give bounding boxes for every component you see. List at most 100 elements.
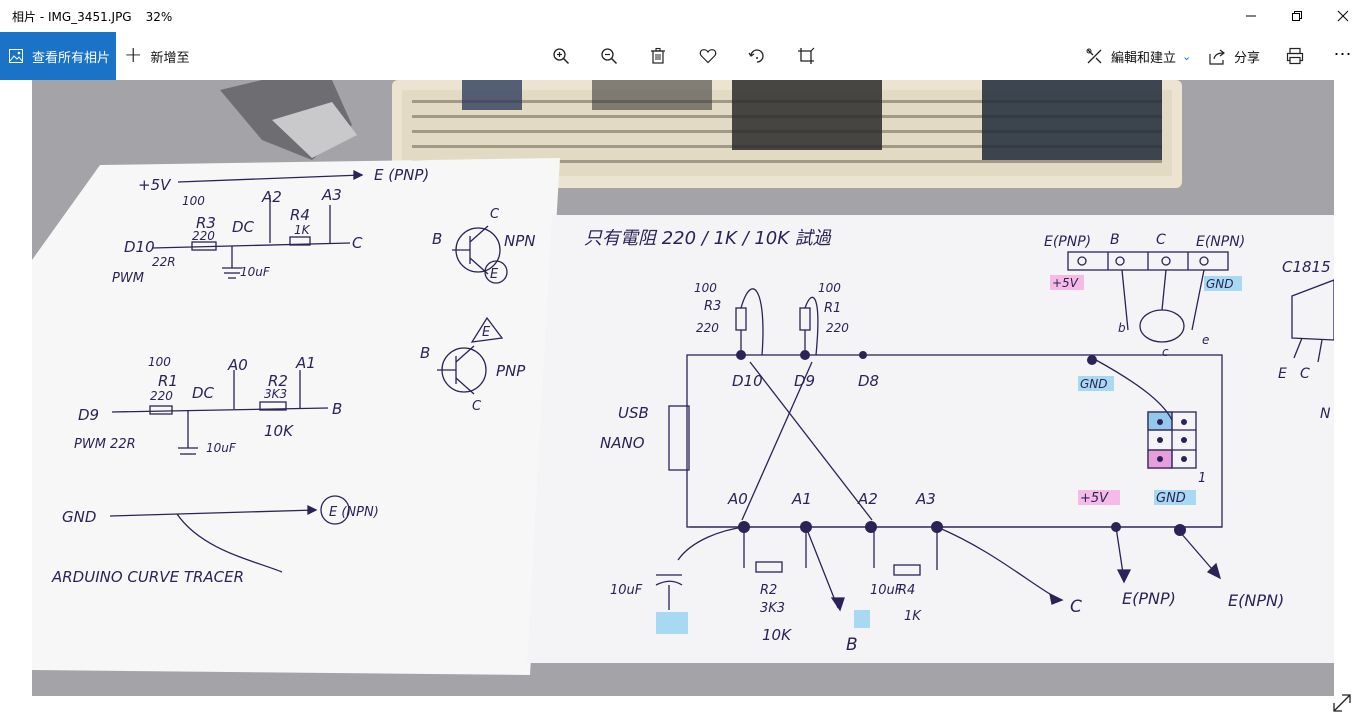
- handwritten-label: 220: [696, 321, 719, 335]
- handwritten-label: +5V: [1052, 276, 1079, 290]
- handwritten-label: R3: [704, 299, 721, 314]
- see-all-photos-button[interactable]: 查看所有相片: [0, 32, 116, 80]
- handwritten-label: 100: [818, 281, 841, 295]
- delete-button[interactable]: [646, 44, 670, 68]
- handwritten-label: NPN: [504, 232, 536, 250]
- restore-button[interactable]: [1274, 0, 1320, 32]
- chevron-down-icon: ⌄: [1182, 49, 1192, 63]
- handwritten-label: E: [1278, 366, 1287, 382]
- handwritten-label: D8: [858, 372, 879, 390]
- handwritten-label: E (PNP): [374, 166, 429, 184]
- handwritten-label: +5V: [1080, 491, 1109, 506]
- handwritten-label: 22R: [152, 255, 176, 269]
- close-icon: [1337, 10, 1349, 22]
- crop-icon: [798, 47, 815, 64]
- handwritten-label: 220: [150, 389, 173, 403]
- photo-view[interactable]: +5V E (PNP) R3 220 100 DC A2 A3 R4 1K C …: [32, 80, 1334, 696]
- handwritten-label: 100: [148, 355, 171, 369]
- handwritten-label: 1K: [904, 609, 922, 624]
- handwritten-label: PWM 22R: [74, 437, 136, 452]
- share-icon: [1209, 49, 1225, 65]
- handwritten-label: DC: [192, 384, 215, 402]
- more-options-button[interactable]: ⋯: [1331, 44, 1355, 68]
- toolbar: 查看所有相片 + 新增至 編輯和建立 ⌄ 分享 ⋯: [0, 32, 1366, 80]
- handwritten-label: A0: [227, 356, 248, 374]
- handwritten-label: E(PNP): [1122, 589, 1176, 608]
- handwritten-label: USB: [618, 404, 649, 422]
- handwritten-label: 10K: [264, 422, 294, 440]
- expand-icon[interactable]: [1331, 692, 1353, 714]
- photo-image: +5V E (PNP) R3 220 100 DC A2 A3 R4 1K C …: [32, 80, 1334, 696]
- handwritten-label: PWM: [112, 271, 144, 286]
- photo-icon: [9, 49, 23, 63]
- handwritten-label: GND: [1206, 277, 1234, 291]
- zoom-out-icon: [601, 48, 618, 65]
- handwritten-label: D10: [732, 372, 763, 390]
- handwritten-label: R1: [824, 301, 841, 316]
- edit-create-button[interactable]: 編輯和建立 ⌄: [1086, 32, 1191, 80]
- handwritten-label: GND: [1080, 377, 1108, 391]
- handwritten-label: B: [1110, 232, 1120, 248]
- handwritten-label: E(NPN): [1196, 234, 1245, 250]
- zoom-out-button[interactable]: [597, 44, 621, 68]
- handwritten-label: R4: [898, 583, 915, 598]
- handwritten-label: NANO: [600, 434, 645, 452]
- handwritten-label: 10uF: [870, 583, 903, 598]
- rotate-icon: [748, 49, 764, 63]
- handwritten-label: 10uF: [206, 441, 237, 455]
- share-button[interactable]: 分享: [1209, 32, 1260, 80]
- handwritten-label: 10K: [762, 626, 792, 644]
- trash-icon: [651, 47, 665, 64]
- favorite-button[interactable]: [696, 44, 720, 68]
- see-all-photos-label: 查看所有相片: [32, 50, 111, 66]
- handwritten-label: 3K3: [760, 601, 785, 616]
- handwritten-label: D10: [124, 238, 155, 256]
- handwritten-label: DC: [232, 218, 255, 236]
- handwritten-label: A2: [261, 188, 282, 206]
- handwritten-label: GND: [1156, 491, 1186, 506]
- left-sheet: [32, 158, 560, 675]
- close-button[interactable]: [1320, 0, 1366, 32]
- add-to-label: 新增至: [150, 50, 190, 66]
- zoom-in-button[interactable]: [549, 44, 573, 68]
- print-button[interactable]: [1283, 44, 1307, 68]
- handwritten-label: 1: [1198, 471, 1206, 486]
- handwritten-label: A3: [321, 186, 342, 204]
- handwritten-label: 10uF: [610, 583, 643, 598]
- handwritten-label: R2: [760, 583, 777, 598]
- print-icon: [1286, 47, 1304, 65]
- handwritten-label: D9: [794, 372, 815, 390]
- minimize-button[interactable]: [1228, 0, 1274, 32]
- handwritten-label: 1K: [294, 223, 311, 237]
- rotate-button[interactable]: [745, 44, 769, 68]
- handwritten-label: C: [472, 399, 482, 414]
- heart-icon: [699, 49, 717, 64]
- handwritten-label: B: [846, 635, 858, 655]
- handwritten-label: E(PNP): [1044, 234, 1091, 250]
- add-to-button[interactable]: + 新增至: [124, 32, 189, 80]
- handwritten-label: E (NPN): [329, 505, 379, 520]
- handwritten-label: A0: [727, 490, 748, 508]
- handwritten-label: +5V: [138, 176, 172, 194]
- handwritten-label: D9: [78, 406, 99, 424]
- handwritten-label: 100: [694, 281, 717, 295]
- handwritten-label: b: [1118, 321, 1126, 335]
- handwritten-label: PNP: [496, 362, 526, 380]
- minimize-icon: [1246, 15, 1256, 17]
- plus-icon: +: [124, 43, 143, 68]
- share-label: 分享: [1234, 50, 1261, 66]
- handwritten-label: B: [432, 230, 442, 248]
- edit-create-label: 編輯和建立: [1111, 50, 1177, 66]
- handwritten-label: c: [1162, 345, 1169, 359]
- handwritten-label: 10uF: [240, 265, 271, 279]
- handwritten-label: R2: [268, 372, 288, 390]
- handwritten-label: R1: [158, 372, 178, 390]
- more-icon: ⋯: [1333, 44, 1353, 64]
- right-sheet: [527, 215, 1334, 663]
- usb-plug-image: [220, 80, 357, 160]
- handwritten-label: E: [482, 325, 491, 340]
- handwritten-label: 3K3: [264, 387, 287, 401]
- crop-button[interactable]: [794, 44, 818, 68]
